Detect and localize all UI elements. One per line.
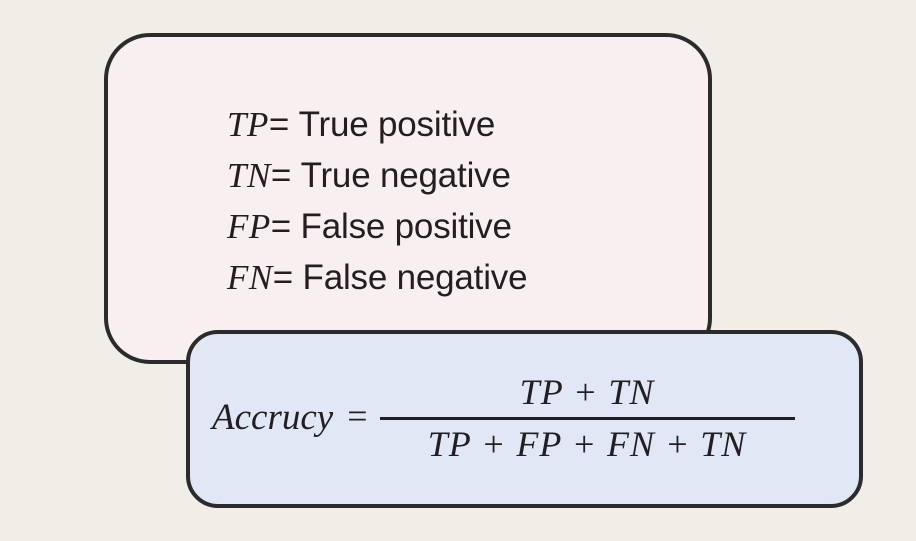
formula-card: Accrucy = TP + TN TP + FP + FN + TN bbox=[186, 330, 863, 508]
definition-separator: = bbox=[270, 156, 292, 195]
formula-fraction: TP + TN TP + FP + FN + TN bbox=[379, 372, 795, 464]
formula-equals-sign: = bbox=[347, 396, 368, 436]
definition-text: False positive bbox=[300, 207, 512, 246]
definition-row: FP= False positive bbox=[227, 201, 527, 252]
formula-left-hand-side: Accrucy bbox=[212, 396, 334, 438]
fraction-bar bbox=[379, 417, 795, 420]
fraction-denominator: TP + FP + FN + TN bbox=[427, 424, 747, 464]
definition-label bbox=[289, 105, 299, 144]
fraction-numerator: TP + TN bbox=[519, 372, 655, 413]
definition-label bbox=[291, 207, 301, 246]
definition-abbr: FN bbox=[227, 258, 273, 297]
definition-separator: = bbox=[268, 105, 290, 144]
definition-row: FN= False negative bbox=[227, 252, 528, 303]
definition-separator: = bbox=[272, 258, 293, 297]
definition-text: True positive bbox=[298, 105, 496, 144]
definition-text: True negative bbox=[300, 156, 511, 195]
definition-row: TP= True positive bbox=[227, 99, 527, 150]
formula-expression: Accrucy = TP + TN TP + FP + FN + TN bbox=[212, 334, 845, 504]
definition-abbr: TN bbox=[227, 156, 271, 195]
definition-row: TN= True negative bbox=[227, 150, 527, 201]
definitions-list: TP= True positive TN= True negative FP= … bbox=[227, 99, 528, 303]
definition-separator: = bbox=[270, 207, 292, 246]
definition-label bbox=[293, 258, 303, 297]
definition-text: False negative bbox=[302, 258, 528, 297]
definition-abbr: FP bbox=[227, 207, 271, 246]
definition-abbr: TP bbox=[227, 105, 269, 144]
definition-label bbox=[291, 156, 301, 195]
definitions-card: TP= True positive TN= True negative FP= … bbox=[104, 33, 712, 364]
